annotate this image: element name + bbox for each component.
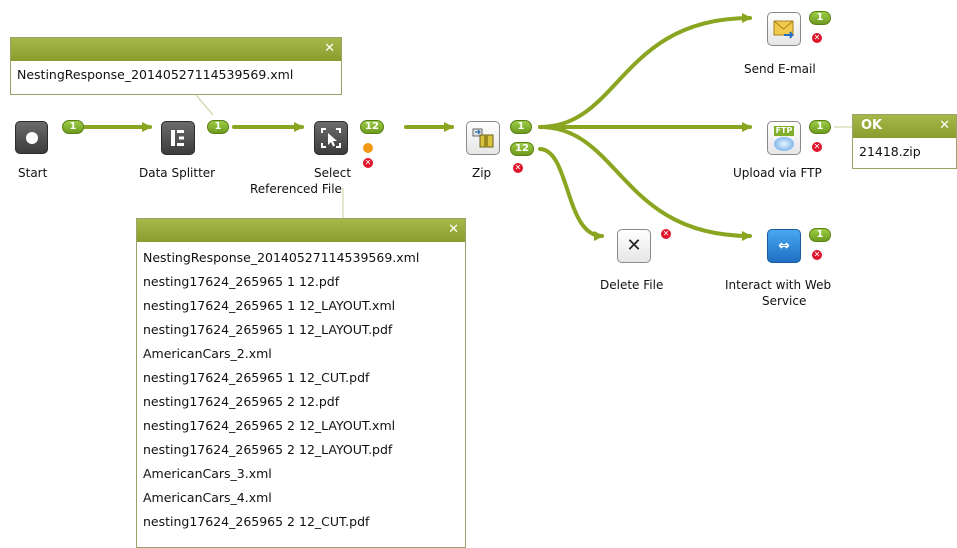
connector-zip-delete (538, 147, 604, 241)
splitter-output-badge[interactable]: 1 (207, 120, 229, 134)
popup-file-item[interactable]: AmericanCars_2.xml (143, 346, 272, 361)
popup-file-item[interactable]: NestingResponse_20140527114539569.xml (143, 250, 420, 265)
error-icon[interactable]: ✕ (363, 158, 373, 168)
zip-node[interactable] (466, 121, 500, 155)
select-file-icon (321, 128, 341, 148)
popup-file-item[interactable]: nesting17624_265965 2 12.pdf (143, 394, 340, 409)
select-output-popup: ✕ NestingResponse_20140527114539569.xml … (136, 218, 466, 548)
select-label-line1: Select (314, 166, 352, 180)
close-icon[interactable]: ✕ (448, 222, 459, 237)
web-service-label-line1: Interact with Web (725, 278, 832, 292)
connector-zip-webservice (538, 125, 752, 241)
start-node[interactable] (15, 121, 48, 154)
popup-header: OK ✕ (853, 115, 956, 138)
web-service-node[interactable]: ⇔ (767, 229, 801, 263)
start-output-badge[interactable]: 1 (62, 120, 84, 134)
error-icon[interactable]: ✕ (661, 229, 671, 239)
popup-file-item[interactable]: nesting17624_265965 1 12.pdf (143, 274, 340, 289)
zip-output-badge-bottom[interactable]: 12 (510, 142, 534, 156)
ftp-icon-text: FTP (773, 125, 795, 136)
data-splitter-node[interactable] (161, 121, 195, 155)
popup-file-item[interactable]: NestingResponse_20140527114539569.xml (17, 67, 294, 82)
connector-zip-email (538, 13, 752, 129)
select-output-badge[interactable]: 12 (360, 120, 384, 134)
error-icon[interactable]: ✕ (513, 163, 523, 173)
delete-file-label: Delete File (600, 278, 664, 292)
send-email-label: Send E-mail (744, 62, 816, 76)
zip-icon (472, 128, 494, 148)
error-icon[interactable]: ✕ (812, 250, 822, 260)
close-icon[interactable]: ✕ (324, 41, 335, 56)
popup-file-item[interactable]: nesting17624_265965 1 12_CUT.pdf (143, 370, 370, 385)
select-file-node[interactable] (314, 121, 348, 155)
email-output-badge[interactable]: 1 (809, 11, 831, 25)
popup-file-item[interactable]: nesting17624_265965 2 12_CUT.pdf (143, 514, 370, 529)
popup-title: OK (861, 118, 883, 133)
envelope-icon (773, 20, 794, 39)
popup-file-item[interactable]: AmericanCars_4.xml (143, 490, 272, 505)
ftp-node[interactable]: FTP (767, 121, 801, 155)
select-label-line2: Referenced File (250, 182, 342, 196)
popup-header: ✕ (11, 38, 341, 61)
delete-icon: ✕ (626, 235, 642, 256)
popup-file-item[interactable]: nesting17624_265965 2 12_LAYOUT.xml (143, 418, 396, 433)
data-splitter-label: Data Splitter (139, 166, 216, 180)
splitter-output-popup: ✕ NestingResponse_20140527114539569.xml (10, 37, 342, 95)
error-icon[interactable]: ✕ (812, 33, 822, 43)
ftp-icon: FTP (773, 125, 795, 151)
start-label: Start (18, 166, 48, 180)
web-service-icon: ⇔ (778, 238, 790, 254)
popup-file-item[interactable]: 21418.zip (859, 144, 921, 159)
ftp-label: Upload via FTP (733, 166, 822, 180)
popup-file-list: NestingResponse_20140527114539569.xml ne… (137, 242, 465, 534)
zip-label: Zip (472, 166, 492, 180)
close-icon[interactable]: ✕ (939, 118, 950, 133)
record-icon (25, 131, 38, 144)
popup-pointer-splitter (195, 94, 214, 116)
ftp-output-badge[interactable]: 1 (809, 120, 831, 134)
flow-connectors (80, 13, 852, 241)
ftp-result-popup: OK ✕ 21418.zip (852, 114, 957, 169)
web-service-label-line2: Service (762, 294, 807, 308)
error-icon[interactable]: ✕ (812, 142, 822, 152)
webservice-output-badge[interactable]: 1 (809, 228, 831, 242)
popup-file-item[interactable]: nesting17624_265965 1 12_LAYOUT.xml (143, 298, 396, 313)
popup-file-item[interactable]: AmericanCars_3.xml (143, 466, 272, 481)
warning-icon[interactable] (363, 143, 373, 153)
send-email-node[interactable] (767, 12, 801, 46)
zip-output-badge-top[interactable]: 1 (510, 120, 532, 134)
popup-file-item[interactable]: nesting17624_265965 2 12_LAYOUT.pdf (143, 442, 393, 457)
delete-file-node[interactable]: ✕ (617, 229, 651, 263)
data-splitter-icon (171, 130, 184, 146)
popup-file-item[interactable]: nesting17624_265965 1 12_LAYOUT.pdf (143, 322, 393, 337)
popup-header: ✕ (137, 219, 465, 242)
